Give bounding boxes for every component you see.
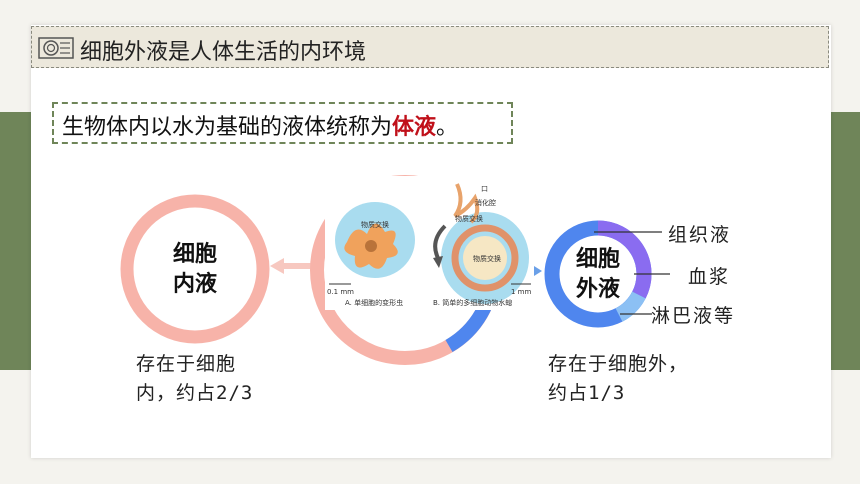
scale-label-b: 1 mm xyxy=(511,288,532,296)
extracellular-desc-line2: 约占1/3 xyxy=(548,382,626,404)
extracellular-desc-line1: 存在于细胞外， xyxy=(548,353,689,375)
intracellular-ring xyxy=(120,194,270,344)
intracellular-label-line2: 内液 xyxy=(172,272,217,297)
definition-prefix: 生物体内以水为基础的液体统称为 xyxy=(62,115,393,140)
arrow-left-icon xyxy=(270,258,315,274)
definition-highlight: 体液 xyxy=(392,115,437,140)
extracellular-label: 细胞 外液 xyxy=(558,245,638,305)
caption-b: B. 简单的多细胞动物水螅 xyxy=(433,299,513,307)
caption-a: A. 单细胞的变形虫 xyxy=(345,299,404,307)
exchange-label-c: 物质交换 xyxy=(473,255,501,263)
cell-exchange-figure: 物质交换 物质交换 物质交换 消化腔 口 0.1 mm 1 mm A. 单细胞的… xyxy=(325,176,535,310)
page-title: 细胞外液是人体生活的内环境 xyxy=(80,40,367,65)
legend-interstitial-fluid: 组织液 xyxy=(668,224,732,246)
mouth-label: 口 xyxy=(481,185,488,193)
arrow-right-icon xyxy=(534,266,542,276)
definition-box: 生物体内以水为基础的液体统称为体液。 xyxy=(52,102,513,144)
intracellular-description: 存在于细胞 内，约占2/3 xyxy=(136,350,253,408)
legend-lymph: 淋巴液等 xyxy=(651,305,736,327)
exchange-label-b: 物质交换 xyxy=(455,215,483,223)
intracellular-desc-line1: 存在于细胞 xyxy=(136,353,237,375)
exchange-label-a: 物质交换 xyxy=(361,221,389,229)
extracellular-label-line1: 细胞 xyxy=(575,247,620,272)
extracellular-description: 存在于细胞外， 约占1/3 xyxy=(548,350,688,408)
cavity-label: 消化腔 xyxy=(475,199,496,207)
intracellular-label-line1: 细胞 xyxy=(172,242,217,267)
book-icon xyxy=(38,37,74,59)
intracellular-label: 细胞 内液 xyxy=(145,240,245,300)
scale-label-a: 0.1 mm xyxy=(327,288,354,296)
legend-lines xyxy=(594,231,670,315)
definition-text: 生物体内以水为基础的液体统称为体液。 xyxy=(62,109,458,141)
definition-suffix: 。 xyxy=(436,115,459,140)
legend-plasma: 血浆 xyxy=(688,266,731,288)
title-bar: 细胞外液是人体生活的内环境 xyxy=(31,26,829,68)
figure-drawing xyxy=(329,183,531,304)
intracellular-desc-line2: 内，约占2/3 xyxy=(136,382,254,404)
extracellular-label-line2: 外液 xyxy=(575,277,620,302)
